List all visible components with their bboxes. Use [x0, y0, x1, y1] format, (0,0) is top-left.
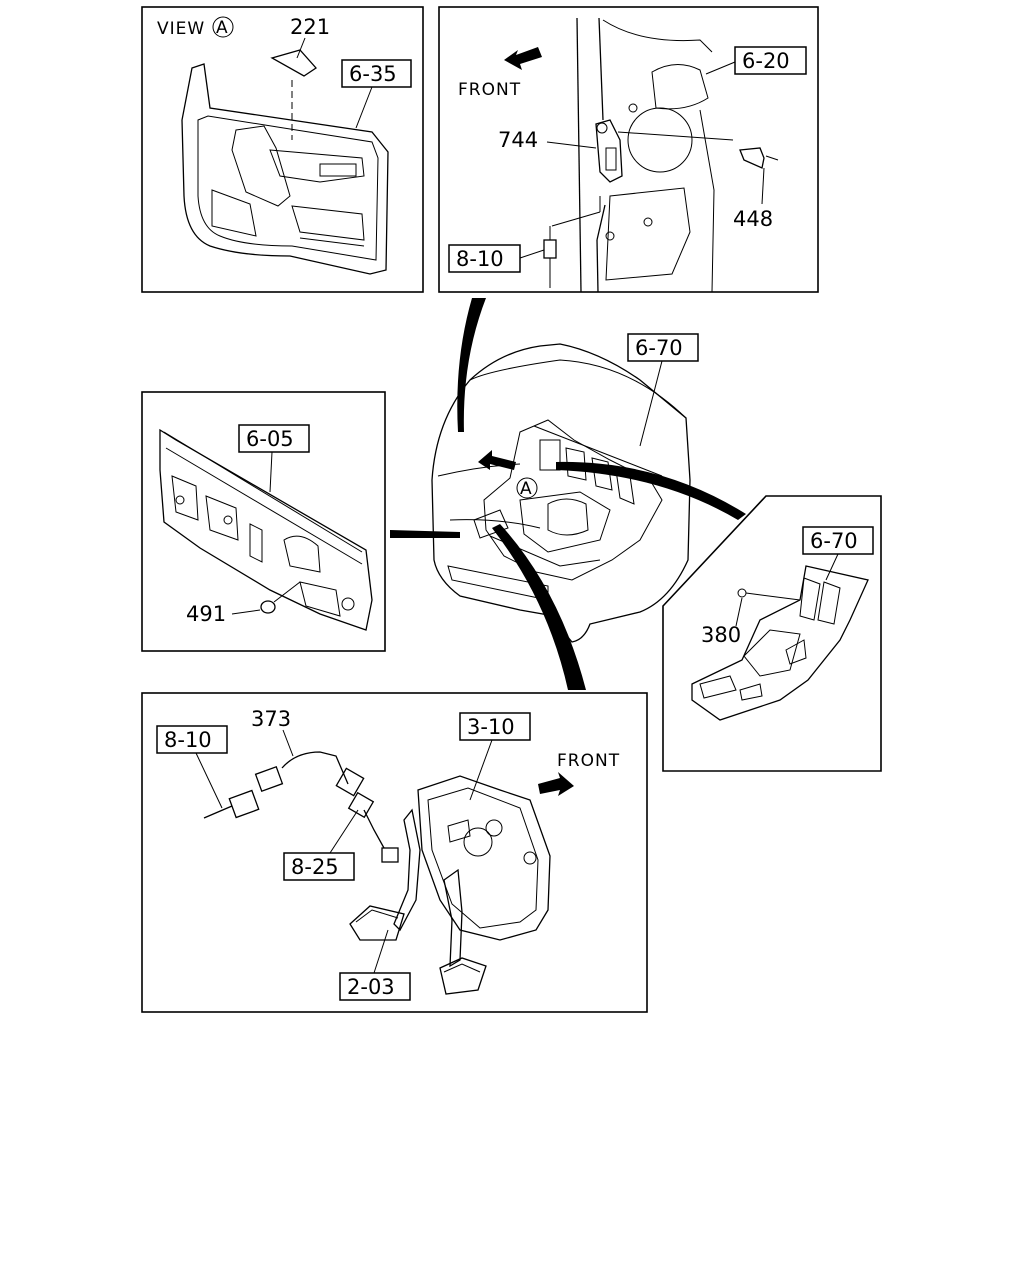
ref-6-35-label: 6-35 [349, 62, 397, 86]
part-448-label: 448 [733, 207, 773, 231]
leader-arcs [390, 298, 746, 690]
part-221-cover [270, 49, 317, 77]
ref-2-03-label: 2-03 [347, 975, 395, 999]
panel-floor: 6-70 380 [662, 495, 882, 772]
ref-3-10-box [459, 712, 531, 741]
ref-6-70-box-cab [627, 333, 699, 362]
front-label-bottom: FRONT [557, 751, 620, 771]
part-380-label: 380 [701, 623, 741, 647]
ref-6-05-box [238, 424, 310, 453]
clutch-pedal-pad [349, 905, 405, 941]
ref-6-35-box [341, 59, 412, 88]
pedal-bracket [417, 775, 551, 941]
harness-wire [281, 751, 349, 785]
door-switch [595, 119, 623, 183]
cab-outline [431, 343, 691, 643]
part-373-label: 373 [251, 707, 291, 731]
panel-pedals: 8-10 373 3-10 FRONT 8-25 2-03 [141, 692, 648, 1013]
ref-6-20-label: 6-20 [742, 49, 790, 73]
view-a-text: VIEW [157, 19, 205, 39]
floor-panel [691, 565, 869, 721]
door-trim-panel [181, 63, 389, 275]
part-491-label: 491 [186, 602, 226, 626]
part-744-label: 744 [498, 128, 538, 152]
ref-6-70-label-cab: 6-70 [635, 336, 683, 360]
ref-2-03-box [339, 972, 411, 1001]
ref-8-25-label: 8-25 [291, 855, 339, 879]
ref-6-20-box [734, 46, 807, 75]
ref-8-10-box-bottom [156, 725, 228, 754]
part-448-screw [739, 147, 765, 169]
cab-front-arrow-icon [478, 450, 516, 470]
part-221-label: 221 [290, 15, 330, 39]
panel-door-sensor: FRONT 6-20 744 448 8-10 [438, 6, 819, 293]
ref-8-10-label-bottom: 8-10 [164, 728, 212, 752]
ref-3-10-label: 3-10 [467, 715, 515, 739]
ref-8-25-box [283, 852, 355, 881]
dash-panel [159, 428, 373, 631]
brake-pedal-pad [439, 957, 487, 995]
ref-6-70-label-right: 6-70 [810, 529, 858, 553]
ref-8-10-box-top [448, 244, 521, 273]
brake-pedal-arm [443, 868, 463, 968]
panel-dash: 6-05 491 [141, 391, 386, 652]
ref-8-10-label-top: 8-10 [456, 247, 504, 271]
cab-view-mark: A [520, 479, 533, 499]
panel-view-a: VIEW A 221 6-35 [141, 6, 424, 293]
ref-6-05-label: 6-05 [246, 427, 294, 451]
ref-6-70-box-right [802, 526, 874, 555]
view-a-mark: A [216, 18, 229, 38]
clutch-pedal-arm [393, 808, 421, 932]
cab-assembly: A 6-70 [431, 333, 699, 643]
front-label-top: FRONT [458, 80, 521, 100]
front-arrow-icon [504, 47, 542, 70]
part-491-grommet [260, 600, 276, 614]
front-arrow-bottom-icon [538, 772, 574, 796]
